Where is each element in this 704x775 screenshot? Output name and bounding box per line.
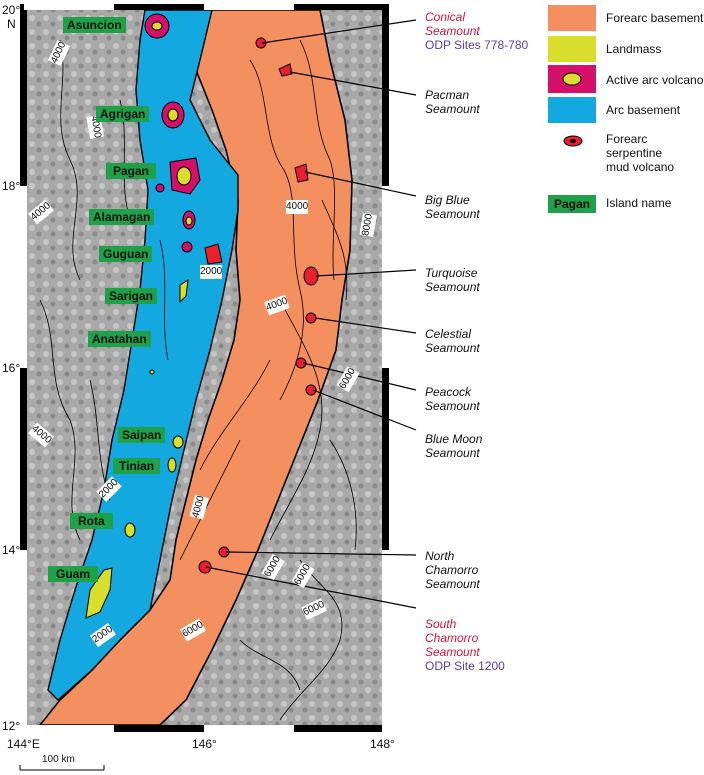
seamount-name: Big Blue — [425, 193, 470, 207]
lon-label-146: 146° — [192, 737, 217, 751]
legend-line: Forearc — [606, 132, 648, 146]
legend-label-mud-volcano: Forearc serpentine mud volcano — [606, 132, 674, 174]
island-label-tinian: Tinian — [113, 458, 161, 474]
seamount-label-turquoise: Turquoise Seamount — [425, 266, 480, 294]
legend-line: mud volcano — [606, 160, 675, 174]
island-label-guguan: Guguan — [99, 246, 153, 262]
lat-label-20: 20° — [2, 3, 21, 17]
island-label-saipan: Saipan — [118, 427, 166, 443]
seamount-name: Seamount — [425, 577, 480, 591]
seamount-name: Turquoise — [425, 266, 478, 280]
island-label-asuncion: Asuncion — [63, 17, 126, 33]
legend-label-arc-basement: Arc basement — [606, 103, 681, 117]
island-label-alamagan: Alamagan — [89, 209, 155, 225]
legend-swatch-island-label: Pagan — [548, 195, 596, 213]
island-label-pagan: Pagan — [106, 163, 157, 179]
seamount-label-celestial: Celestial Seamount — [425, 327, 480, 355]
odp-site-label: ODP Sites 778-780 — [425, 38, 529, 52]
lon-label-144: 144°E — [7, 737, 40, 751]
seamount-name: Seamount — [425, 399, 480, 413]
seamount-name: Seamount — [425, 207, 480, 221]
scale-bar-label: 100 km — [42, 754, 75, 765]
odp-site-label: ODP Site 1200 — [425, 659, 505, 673]
legend-swatch-mud-volcano — [563, 135, 583, 147]
island-label-anatahan: Anatahan — [88, 331, 151, 347]
contour-label: 4000 — [286, 200, 309, 214]
seamount-name: Seamount — [425, 24, 480, 38]
seamount-name: South — [425, 617, 457, 631]
active-arc-volcanoes — [144, 13, 201, 253]
serpentine-mud-volcanoes — [198, 37, 319, 574]
seamount-name: Seamount — [425, 102, 480, 116]
seamount-label-big-blue: Big Blue Seamount — [425, 193, 480, 221]
island-label-rota: Rota — [70, 513, 113, 529]
seamount-label-conical: Conical Seamount ODP Sites 778-780 — [425, 10, 528, 52]
seamount-label-blue-moon: Blue Moon Seamount — [425, 432, 482, 460]
lon-label-148: 148° — [370, 737, 395, 751]
seamount-name: Chamorro — [425, 563, 479, 577]
seamount-name: Blue Moon — [425, 432, 483, 446]
island-label-guam: Guam — [48, 566, 99, 582]
seamount-name: Seamount — [425, 341, 480, 355]
lat-label-14: 14° — [2, 543, 21, 557]
seamount-name: Peacock — [425, 385, 472, 399]
seamount-name: North — [425, 549, 455, 563]
lat-label-12: 12° — [2, 719, 21, 733]
forearc-basement-region — [38, 10, 353, 725]
contour-label: 2000 — [200, 265, 223, 279]
legend-swatch-forearc — [548, 5, 596, 31]
contour-lines — [39, 39, 357, 721]
seamount-name: Seamount — [425, 446, 480, 460]
island-label-agrigan: Agrigan — [96, 106, 150, 122]
seamount-name: Seamount — [425, 645, 480, 659]
seamount-label-south-chamorro: South Chamorro Seamount ODP Site 1200 — [425, 617, 505, 673]
legend-label-landmass: Landmass — [606, 42, 662, 56]
lat-label-16: 16° — [2, 361, 21, 375]
legend-swatch-active-volcano — [548, 65, 596, 93]
seamount-name: Pacman — [425, 88, 470, 102]
lat-label-20-hemisphere: N — [7, 17, 16, 31]
seamount-name: Chamorro — [425, 631, 479, 645]
seamount-label-north-chamorro: North Chamorro Seamount — [425, 549, 480, 591]
seamount-name: Celestial — [425, 327, 472, 341]
legend-label-island-name: Island name — [606, 196, 672, 210]
seamount-name: Conical — [425, 10, 466, 24]
legend-label-active-volcano: Active arc volcano — [606, 73, 704, 87]
legend-swatch-arc-basement — [548, 97, 596, 123]
seamount-label-peacock: Peacock Seamount — [425, 385, 480, 413]
legend-line: serpentine — [606, 146, 663, 160]
leader-lines — [205, 19, 417, 609]
seamount-name: Seamount — [425, 280, 480, 294]
island-label-sarigan: Sarigan — [105, 288, 158, 304]
seamount-label-pacman: Pacman Seamount — [425, 88, 480, 116]
legend-label-forearc: Forearc basement — [606, 11, 704, 25]
lat-label-18: 18° — [2, 179, 21, 193]
legend-swatch-landmass — [548, 36, 596, 62]
scale-bar — [19, 765, 105, 771]
